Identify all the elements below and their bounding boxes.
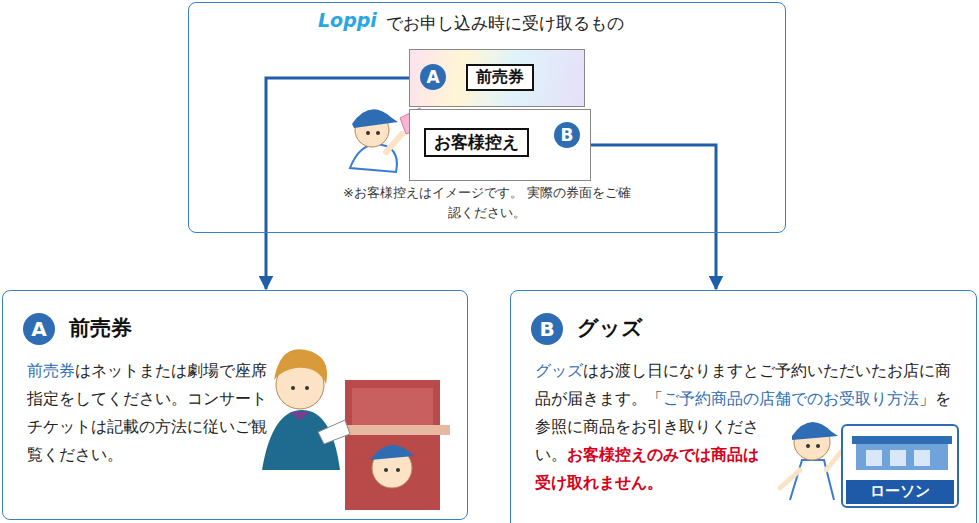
ticket-tag: 前売券: [466, 64, 534, 91]
receipt-image: B お客様控え: [409, 109, 591, 181]
store-sign: ローソン: [846, 482, 954, 501]
info-card: 前売券はネットまたは劇場で座席指定をしてください。コンサートチケットは記載の方法…: [2, 290, 468, 520]
body-text: お客様控えのみでは商品は受け取れません。: [535, 445, 759, 492]
callout-letter: A: [420, 64, 446, 90]
heading: 前売券: [69, 314, 132, 342]
ticket-image: A 前売券: [409, 49, 585, 107]
note-text: ※お客様控えはイメージです。 実際の券面をご確認ください。: [189, 183, 785, 223]
flow-arrow: [591, 145, 716, 289]
callout-letter: B: [531, 313, 563, 345]
heading: でお申し込み時に受け取るもの: [386, 12, 624, 35]
heading: グッズ: [577, 314, 643, 342]
callout-letter: A: [23, 313, 55, 345]
clerk-figure: [262, 349, 450, 510]
float-spacer: [770, 413, 960, 523]
body-text: 前売券: [27, 361, 75, 380]
ticket-tag: お客様控え: [424, 128, 529, 157]
callout-letter: B: [554, 122, 580, 148]
body-text: ご予約商品の店舗でのお受取り方法: [663, 389, 919, 408]
body-text: 前売券はネットまたは劇場で座席指定をしてください。コンサートチケットは記載の方法…: [27, 357, 267, 469]
flow-arrow: [266, 78, 409, 289]
receipt-panel: A 前売券 B お客様控え でお申し込み時に受け取るもの ※お客様控えはイメージです。 実…: [188, 2, 786, 233]
body-text: グッズ: [535, 361, 583, 380]
store-figure: [780, 422, 958, 507]
logo-text: Loppi: [318, 9, 377, 31]
